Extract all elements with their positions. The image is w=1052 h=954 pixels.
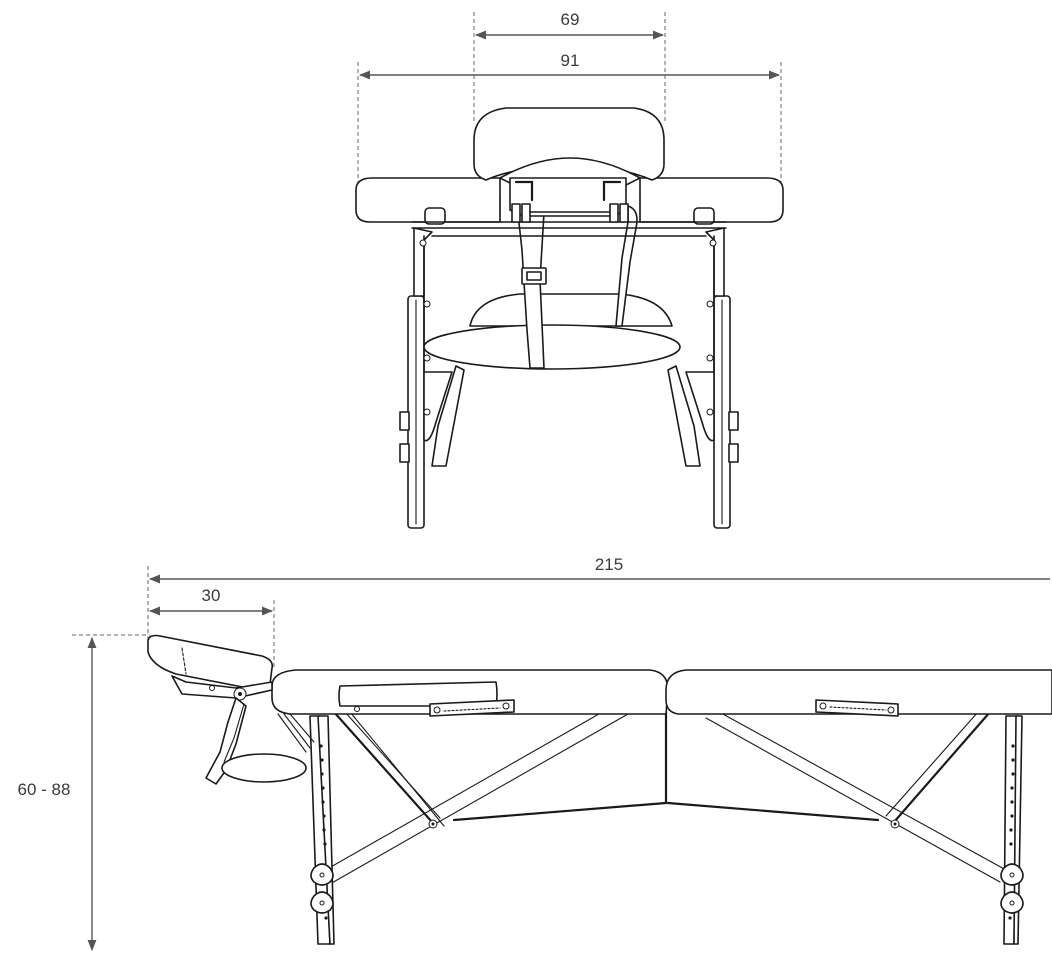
headrest-width-label: 69 [561,10,580,29]
headrest-length-label: 30 [202,586,221,605]
headrest-front [473,107,665,223]
height-range-label: 60 - 88 [18,780,71,799]
carry-handles [429,699,899,717]
table-width-dimension: 91 [357,51,782,192]
height-knobs [310,863,1024,914]
headrest-side [147,634,315,785]
headrest-width-dimension: 69 [473,10,666,122]
side-view: 215 30 60 - 88 [18,555,1052,952]
table-top-front [355,177,784,237]
headrest-length-dimension: 30 [148,586,275,670]
table-top-side [271,669,1052,715]
leg-holes-left [319,744,328,920]
cross-braces [321,701,1007,885]
arm-shelf [423,293,681,370]
front-view: 69 91 [355,10,784,529]
height-dimension: 60 - 88 [18,634,150,952]
side-panels [413,227,725,442]
front-legs [399,295,739,529]
leg-holes-right [1008,744,1015,920]
total-length-dimension: 215 [147,555,1050,640]
total-length-label: 215 [595,555,623,574]
table-width-label: 91 [561,51,580,70]
side-legs [309,715,1024,945]
